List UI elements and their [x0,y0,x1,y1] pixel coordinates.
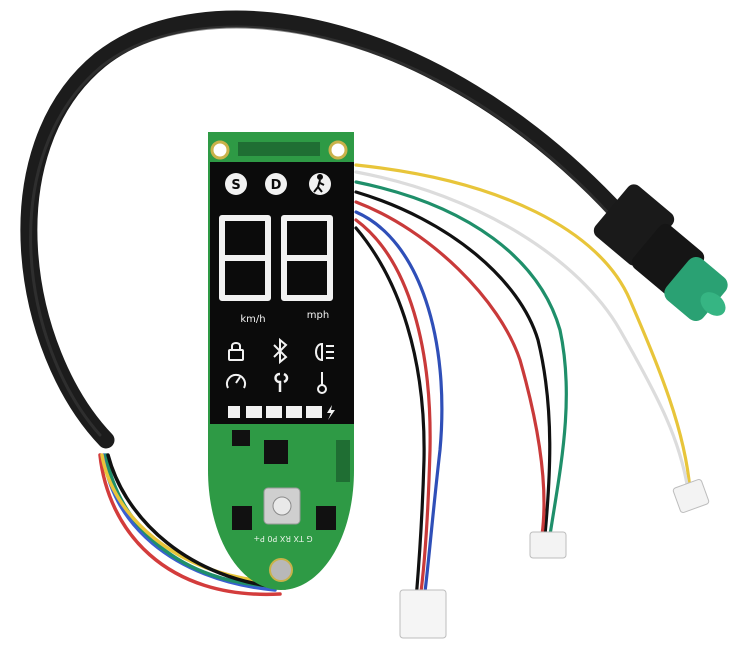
unit-kmh: km/h [240,314,265,325]
jst-connector-right [672,478,710,514]
lock-icon [228,342,244,361]
right-wires [354,163,692,602]
cable-connector [593,184,728,322]
battery-bar [228,406,322,418]
bluetooth-icon [273,337,288,365]
jst-connector-middle [529,531,567,559]
display-panel: S D 88 km/h mph [210,162,354,424]
thermometer-icon [317,372,327,394]
speed-digits [219,215,333,301]
jst-connector-bottom [399,589,447,639]
walk-mode-icon [313,174,325,193]
speedometer-icon [226,373,246,389]
headlight-icon [315,342,334,362]
pcb-pin-labels: G TX RX P0 P+ [253,534,312,543]
charging-bolt-icon [327,405,335,420]
lower-wire-bundle [98,453,287,597]
mode-d-label: D [271,178,282,193]
black-cable-highlight [29,25,612,437]
wrench-icon [274,372,289,392]
mode-s-label: S [231,178,240,193]
unit-mph: mph [307,310,329,321]
